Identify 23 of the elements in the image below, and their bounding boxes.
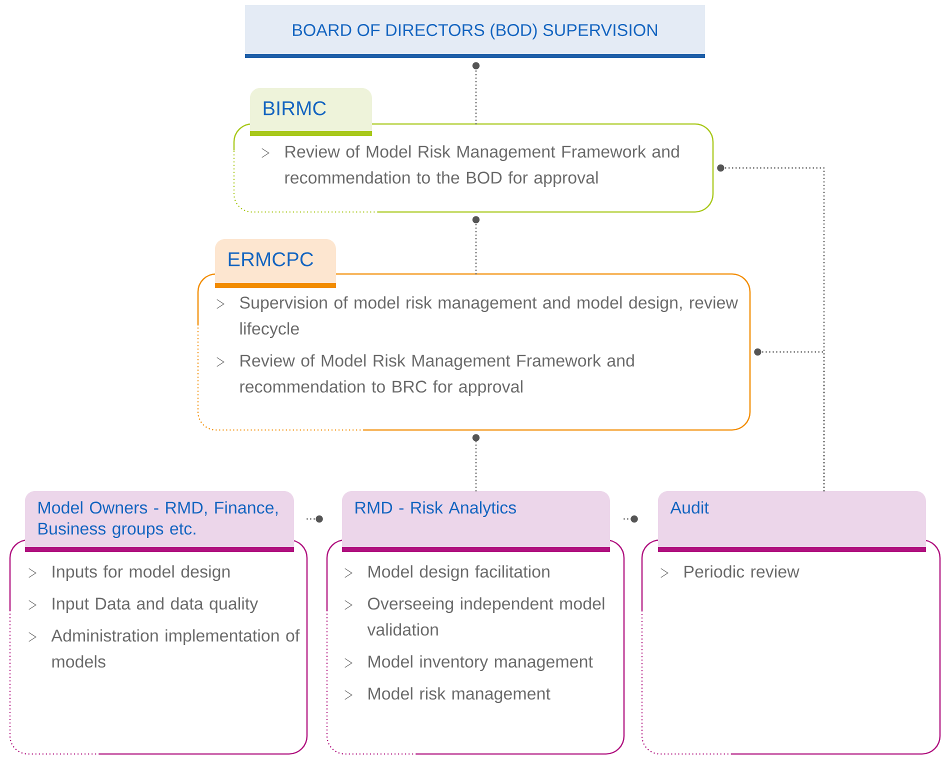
bullet-text: Input Data and data quality [52, 597, 258, 614]
bullet-text: Model risk management [368, 687, 550, 704]
header-tab: BIRMC [250, 88, 372, 136]
connector [472, 434, 480, 492]
title-banner: BOARD OF DIRECTORS (BOD) SUPERVISION [245, 5, 705, 58]
bullet-text: Overseeing independent model validation [367, 597, 604, 636]
bullet-text: Administration implementation of models [51, 629, 300, 668]
connector [472, 62, 480, 124]
bullet-text: Model design facilitation [368, 565, 550, 582]
connector [624, 515, 638, 523]
header-tab: ERMCPC [215, 239, 336, 288]
header-tab: Model Owners - RMD, Finance, Business groups etc. [25, 491, 294, 552]
header-tab: RMD - Risk Analytics [342, 491, 610, 552]
bullet-text: Periodic review [684, 565, 800, 578]
bullet-text: Inputs for model design [52, 565, 230, 582]
connector [306, 515, 323, 523]
connector [754, 348, 825, 492]
bullet-text: Review of Model Risk Management Framework and recommendation to the BOD for approval [285, 145, 679, 188]
bullet-text: Review of Model Risk Management Framework and recommendation to BRC for approval [240, 354, 634, 396]
header-tab: Audit [658, 491, 926, 552]
connector [472, 216, 480, 274]
bullet-text: Model inventory management [368, 655, 593, 672]
bullet-text: Supervision of model risk management and model design, review lifecycle [240, 296, 738, 338]
